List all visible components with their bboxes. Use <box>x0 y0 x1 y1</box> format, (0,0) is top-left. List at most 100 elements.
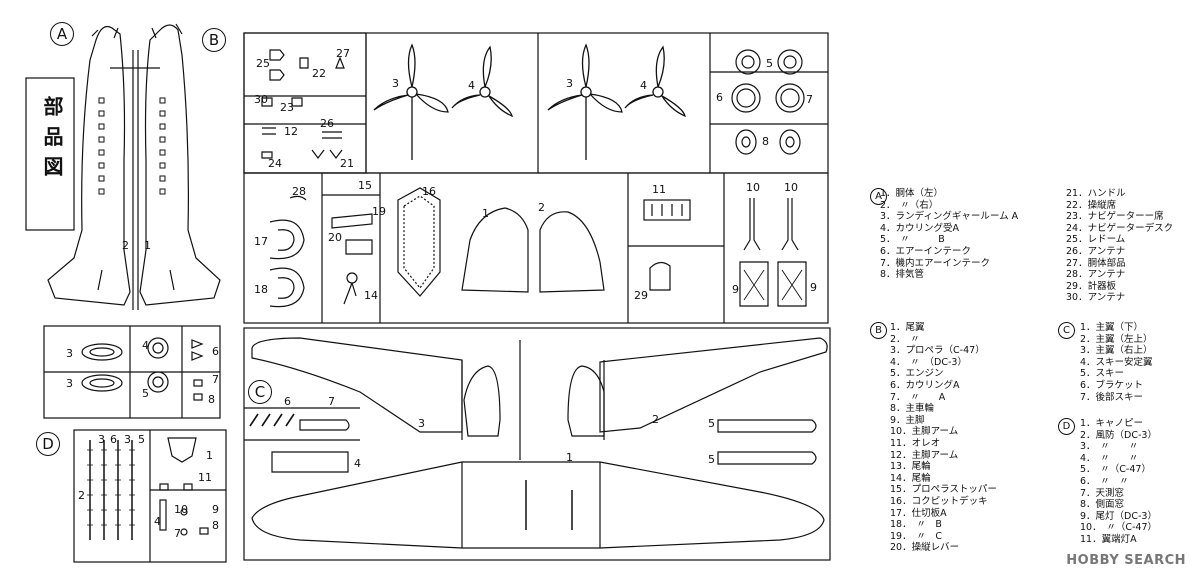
legend-item: 30．アンテナ <box>1066 292 1126 304</box>
sprue-label-b: B <box>202 28 226 52</box>
legend-item: 26．アンテナ <box>1066 245 1126 257</box>
part-number: 5 <box>708 417 715 430</box>
part-number: 19 <box>372 205 386 218</box>
part-number: 3 <box>566 77 573 90</box>
legend-item: 6．カウリングA <box>890 379 960 391</box>
legend-item: 5． 〃 B <box>880 234 945 246</box>
legend-item: 2．風防（DC-3） <box>1080 429 1157 441</box>
sprue-d <box>73 429 227 563</box>
legend-d: 1．キャノピー 2．風防（DC-3） 3． 〃 〃 4． 〃 〃 5． 〃（C-… <box>1080 418 1198 546</box>
legend-item: 13．尾輪 <box>890 461 931 473</box>
part-number: 21 <box>340 157 354 170</box>
part-number: 15 <box>358 179 372 192</box>
legend-item: 2． 〃（右） <box>880 199 939 211</box>
part-number: 28 <box>292 185 306 198</box>
legend-item: 3．プロペラ（C-47） <box>890 345 985 357</box>
legend-item: 15．プロペラストッパー <box>890 484 997 496</box>
part-number: 27 <box>336 47 350 60</box>
legend-item: 8．排気管 <box>880 269 925 281</box>
part-number: 3 <box>418 417 425 430</box>
part-number: 6 <box>284 395 291 408</box>
legend-item: 2．主翼（左上） <box>1080 333 1153 345</box>
legend-item: 23．ナビゲーターー席 <box>1066 211 1164 223</box>
part-number: 10 <box>784 181 798 194</box>
part-number: 30 <box>254 93 268 106</box>
part-number: 3 <box>98 433 105 446</box>
legend-item: 10． 〃（C-47） <box>1080 522 1157 534</box>
part-number: 6 <box>110 433 117 446</box>
part-number: 17 <box>254 235 268 248</box>
legend-marker-c: C <box>1058 322 1075 339</box>
sprue-a <box>25 23 221 310</box>
part-number: 26 <box>320 117 334 130</box>
legend-item: 7． 〃 A <box>890 391 946 403</box>
legend-item: 10．主脚アーム <box>890 426 959 438</box>
part-number: 1 <box>206 449 213 462</box>
part-number: 5 <box>708 453 715 466</box>
part-number: 2 <box>652 413 659 426</box>
legend-item: 4．スキー安定翼 <box>1080 356 1153 368</box>
part-number: 10 <box>746 181 760 194</box>
sprue-label-c: C <box>248 380 272 404</box>
legend-item: 5．エンジン <box>890 368 944 380</box>
part-number: 1 <box>482 207 489 220</box>
legend-item: 5．スキー <box>1080 368 1125 380</box>
part-number: 2 <box>122 239 129 252</box>
legend-item: 9．主脚 <box>890 414 925 426</box>
sprue-a-lower <box>43 325 221 419</box>
legend-a: 1．胴体（左） 2． 〃（右） 3．ランディングギャールーム A 4．カウリング… <box>880 188 1030 281</box>
legend-item: 27．胴体部品 <box>1066 257 1126 269</box>
part-number: 16 <box>422 185 436 198</box>
part-number: 2 <box>538 201 545 214</box>
legend-a-continued: 21．ハンドル 22．操縦席 23．ナビゲーターー席 24．ナビゲーターデスク … <box>1066 188 1196 304</box>
part-number: 3 <box>392 77 399 90</box>
part-number: 4 <box>142 339 149 352</box>
part-number: 8 <box>212 519 219 532</box>
legend-item: 28．アンテナ <box>1066 269 1126 281</box>
part-number: 1 <box>566 451 573 464</box>
watermark: HOBBY SEARCH <box>1066 553 1186 568</box>
part-number: 5 <box>766 57 773 70</box>
legend-item: 16．コクピットデッキ <box>890 495 988 507</box>
legend-item: 6．エアーインテーク <box>880 245 971 257</box>
part-number: 20 <box>328 231 342 244</box>
legend-item: 17．仕切板A <box>890 507 947 519</box>
part-number: 6 <box>212 345 219 358</box>
legend-item: 3．ランディングギャールーム A <box>880 211 1019 223</box>
legend-item: 8．側面窓 <box>1080 499 1125 511</box>
part-number: 7 <box>328 395 335 408</box>
legend-item: 7．後部スキー <box>1080 391 1144 403</box>
legend-item: 7．天測窓 <box>1080 487 1125 499</box>
legend-item: 2． 〃 <box>890 333 920 345</box>
legend-c: 1．主翼（下） 2．主翼（左上） 3．主翼（右上） 4．スキー安定翼 5．スキー… <box>1080 322 1198 403</box>
legend-item: 8．主車輪 <box>890 403 935 415</box>
legend-item: 11．オレオ <box>890 437 941 449</box>
part-number: 25 <box>256 57 270 70</box>
legend-item: 14．尾輪 <box>890 472 931 484</box>
part-number: 4 <box>640 79 647 92</box>
part-number: 4 <box>468 79 475 92</box>
legend-item: 3． 〃 〃 <box>1080 441 1139 453</box>
sprue-b-upper <box>243 32 829 174</box>
part-number: 9 <box>810 281 817 294</box>
part-number: 18 <box>254 283 268 296</box>
legend-item: 1．主翼（下） <box>1080 322 1144 333</box>
legend-item: 5． 〃（C-47） <box>1080 464 1151 476</box>
legend-item: 9．尾灯（DC-3） <box>1080 510 1157 522</box>
legend-item: 3．主翼（右上） <box>1080 345 1153 357</box>
legend-item: 21．ハンドル <box>1066 188 1126 199</box>
legend-item: 29．計器板 <box>1066 280 1117 292</box>
legend-item: 6．ブラケット <box>1080 379 1144 391</box>
part-number: 8 <box>762 135 769 148</box>
legend-item: 4． 〃 （DC-3） <box>890 356 967 368</box>
legend-item: 1．胴体（左） <box>880 188 944 199</box>
part-number: 6 <box>716 91 723 104</box>
part-number: 3 <box>66 347 73 360</box>
part-number: 5 <box>138 433 145 446</box>
part-number: 23 <box>280 101 294 114</box>
part-number: 7 <box>806 93 813 106</box>
legend-item: 7．機内エアーインテーク <box>880 257 990 269</box>
part-number: 8 <box>208 393 215 406</box>
